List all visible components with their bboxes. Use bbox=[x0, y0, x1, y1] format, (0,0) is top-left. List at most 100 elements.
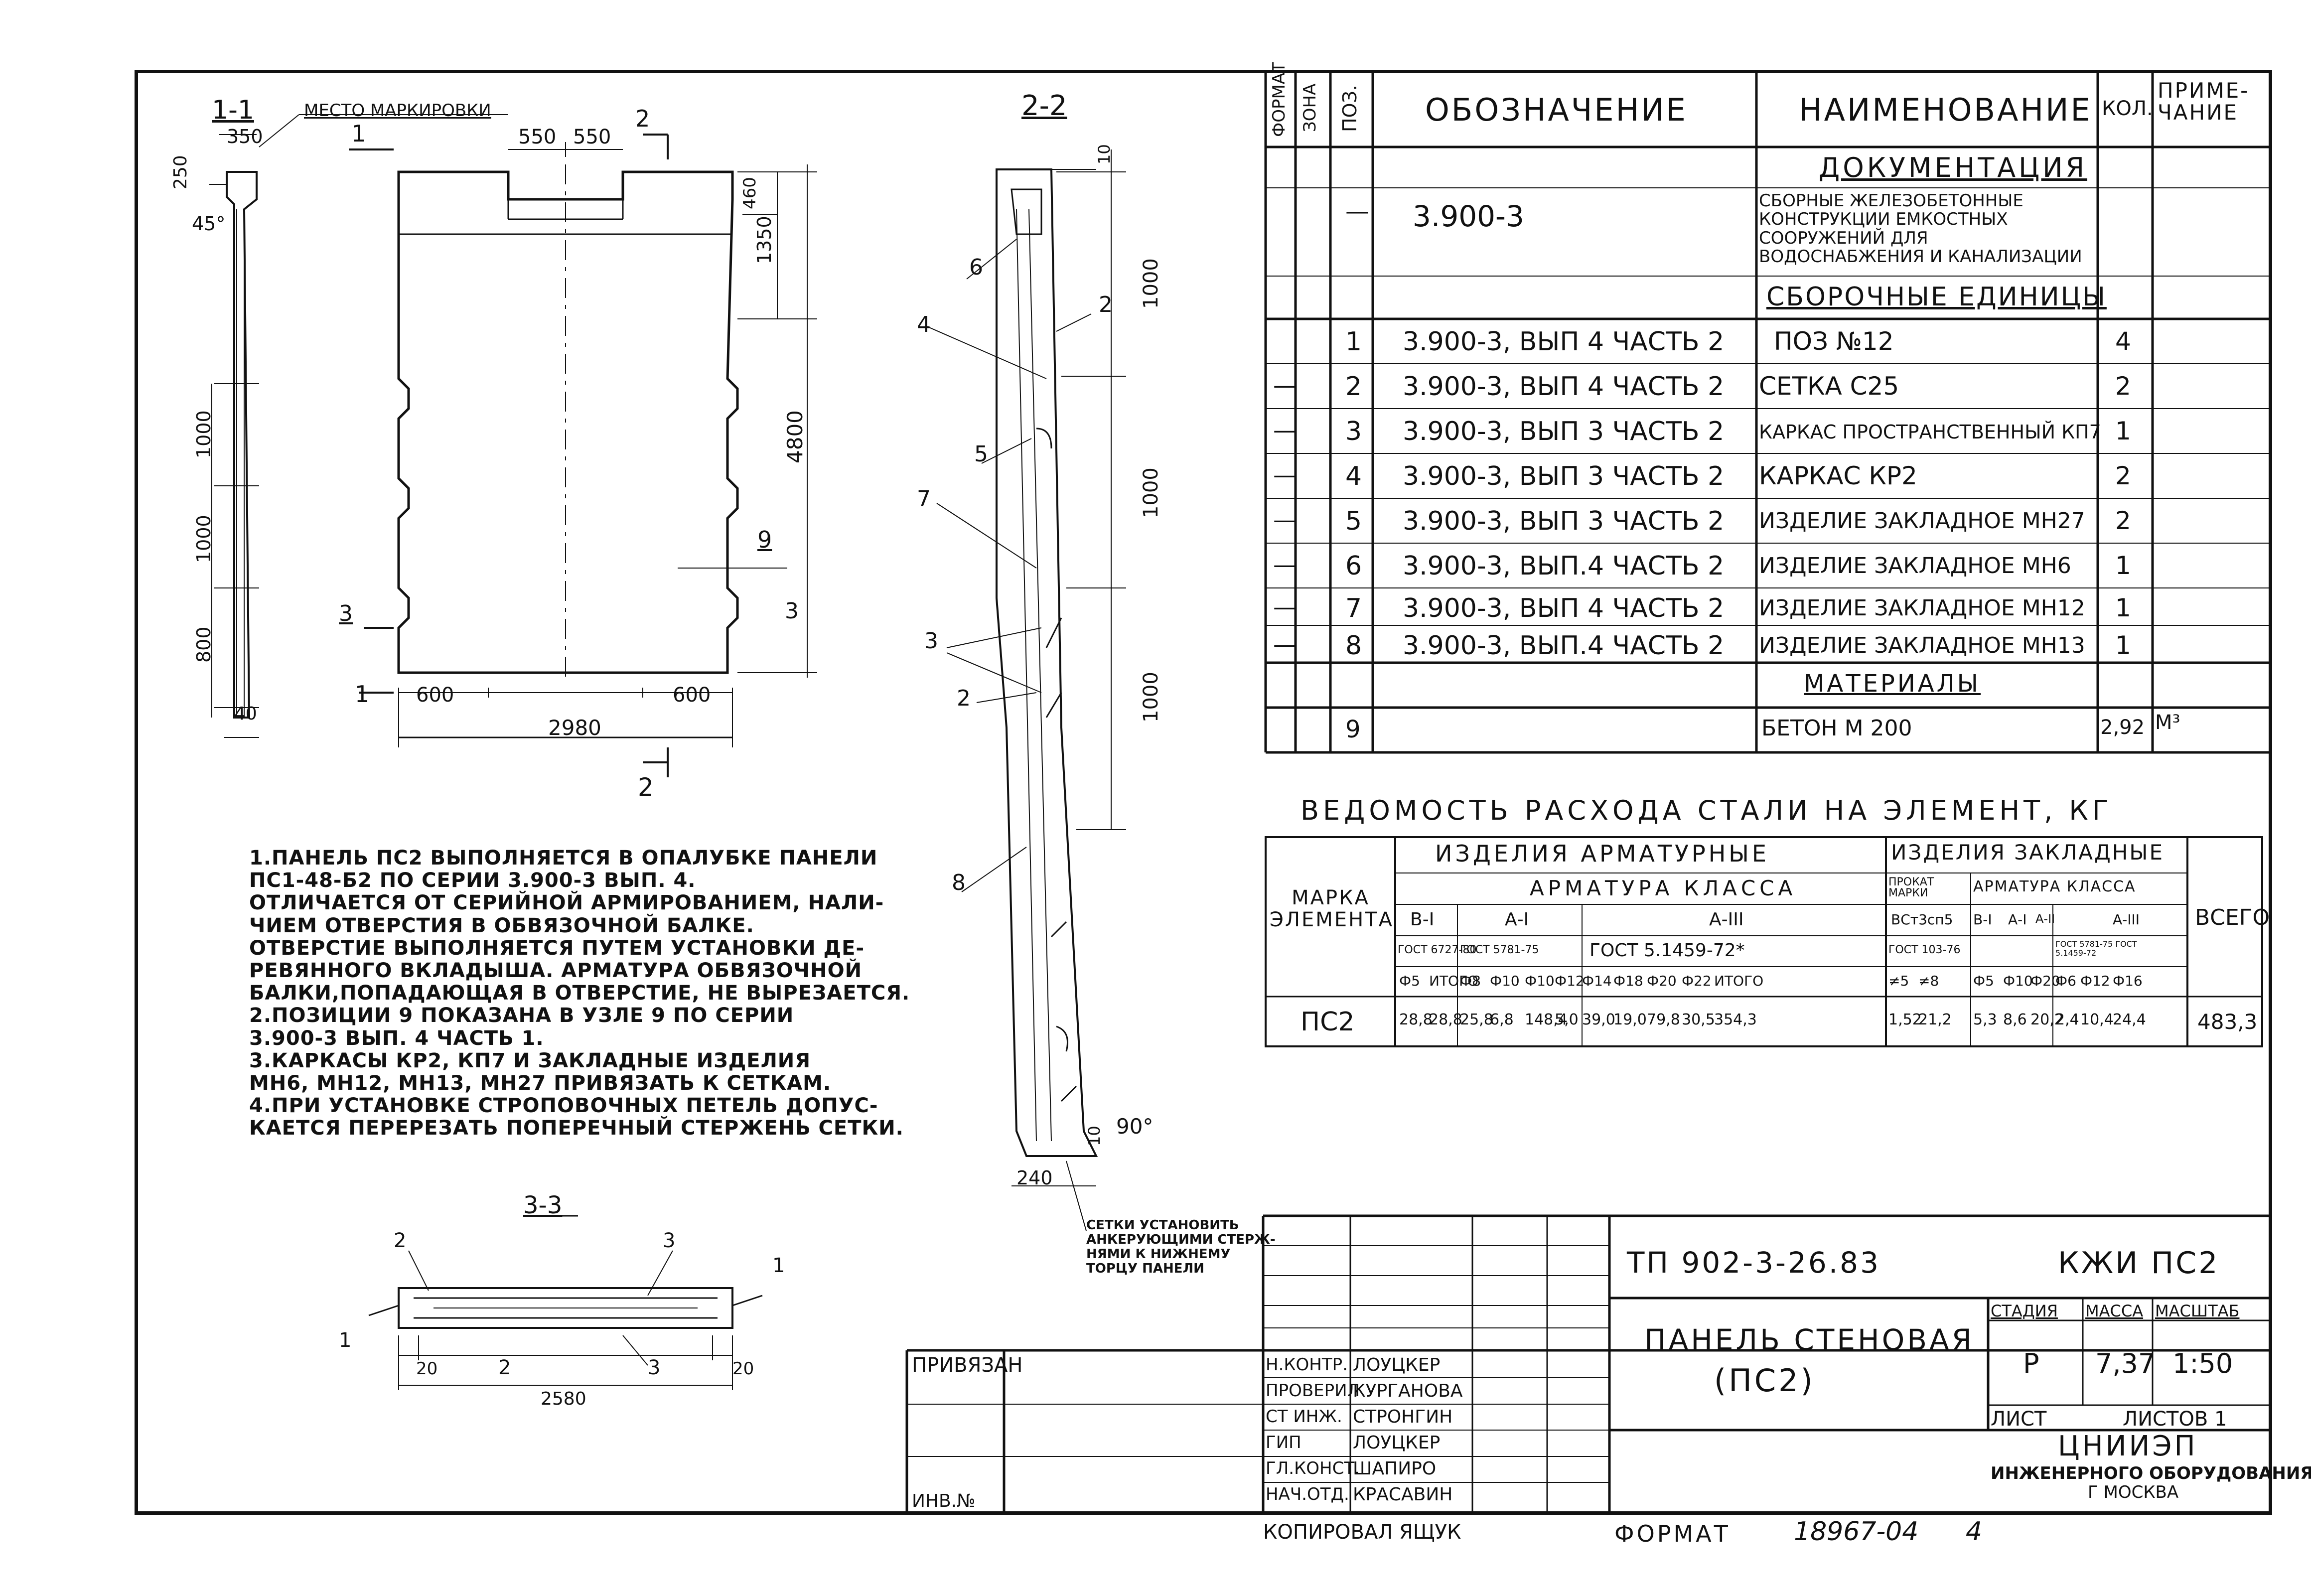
privyazan-label: ПРИВЯЗАН bbox=[912, 1354, 1023, 1377]
steel-group1: ИЗДЕЛИЯ АРМАТУРНЫЕ bbox=[1435, 840, 1769, 867]
stage-header: СТАДИЯ bbox=[1991, 1302, 2058, 1320]
note-line: 3.КАРКАСЫ КР2, КП7 И ЗАКЛАДНЫЕ ИЗДЕЛИЯ bbox=[249, 1049, 811, 1072]
steel-class: В-I bbox=[1410, 909, 1435, 930]
steel-prokat: ПРОКАТ МАРКИ bbox=[1888, 876, 1934, 899]
note-line: ОТЛИЧАЕТСЯ ОТ СЕРИЙНОЙ АРМИРОВАНИЕМ, НАЛ… bbox=[249, 891, 884, 915]
mesh-note-line: АНКЕРУЮЩИМИ СТЕРЖ- bbox=[1086, 1232, 1276, 1248]
row-zone: — bbox=[1273, 551, 1296, 578]
archive-number: 18967-04 bbox=[1794, 1517, 1919, 1547]
steel-subhead: Ф5 bbox=[1973, 973, 1994, 989]
scale-value: 1:50 bbox=[2172, 1348, 2233, 1379]
signatory-role: ГЛ.КОНСТ. bbox=[1266, 1458, 1360, 1478]
signatory-role: СТ ИНЖ. bbox=[1266, 1407, 1342, 1427]
steel-subhead: Ф22 bbox=[1682, 973, 1712, 989]
doc-designation: 3.900-3 bbox=[1413, 199, 1524, 233]
steel-mark-header: МАРКА ЭЛЕМЕНТА bbox=[1270, 886, 1394, 931]
pos-2-top: 2 bbox=[1099, 292, 1113, 317]
cut-2-bottom: 2 bbox=[638, 773, 654, 802]
steel-value: 79,8 bbox=[1647, 1011, 1680, 1028]
row-pos: 2 bbox=[1345, 372, 1362, 402]
note-line: 2.ПОЗИЦИИ 9 ПОКАЗАНА В УЗЛЕ 9 ПО СЕРИИ bbox=[249, 1004, 794, 1027]
steel-subhead: Ф6 bbox=[2055, 973, 2076, 989]
marking-label: МЕСТО МАРКИРОВКИ bbox=[304, 101, 491, 121]
note-line: ОТВЕРСТИЕ ВЫПОЛНЯЕТСЯ ПУТЕМ УСТАНОВКИ ДЕ… bbox=[249, 936, 865, 960]
pos-1-33b: 1 bbox=[339, 1329, 352, 1352]
view-1-1 bbox=[209, 114, 508, 738]
steel-subhead: Ф12 bbox=[2080, 973, 2110, 989]
dim-90: 90° bbox=[1116, 1114, 1154, 1139]
org-line-1: ЦНИИЭП bbox=[2058, 1430, 2198, 1462]
section-label-3-3: 3-3 bbox=[523, 1191, 563, 1219]
steel-value: 8,6 bbox=[2003, 1011, 2027, 1028]
header-zone: ЗОНА bbox=[1300, 83, 1320, 132]
archive-sheet: 4 bbox=[1966, 1517, 1983, 1547]
dim-10-bottom: 10 bbox=[1085, 1126, 1104, 1146]
steel-subhead: Ф10 bbox=[1490, 973, 1520, 989]
material-qty: 2,92 bbox=[2100, 716, 2145, 739]
cut-3-right: 3 bbox=[785, 598, 799, 624]
steel-value: 21,2 bbox=[1918, 1011, 1952, 1028]
signatory-name: СТРОНГИН bbox=[1353, 1407, 1453, 1427]
sheets-header: ЛИСТОВ 1 bbox=[2123, 1408, 2227, 1431]
pos-2-33b: 2 bbox=[498, 1356, 511, 1379]
material-name: БЕТОН М 200 bbox=[1761, 716, 1912, 741]
steel-gost: ГОСТ 103-76 bbox=[1888, 944, 1961, 956]
steel-total-header: ВСЕГО bbox=[2195, 905, 2270, 930]
steel-subhead: ИТОГО bbox=[1714, 973, 1764, 989]
view-2-2 bbox=[926, 149, 1126, 1231]
dim-550-b: 550 bbox=[573, 126, 611, 148]
row-qty: 2 bbox=[2115, 506, 2131, 535]
steel-subhead: ИТОГО bbox=[1429, 973, 1479, 989]
row-qty: 4 bbox=[2115, 327, 2131, 356]
row-zone: — bbox=[1273, 417, 1296, 443]
dim-240: 240 bbox=[1016, 1167, 1053, 1189]
cut-1-bottom: 1 bbox=[355, 681, 370, 708]
dim-460: 460 bbox=[740, 177, 760, 209]
steel-subhead: Ф14 bbox=[1582, 973, 1612, 989]
view-3-3 bbox=[368, 1215, 763, 1390]
signatory-role: ПРОВЕРИЛ bbox=[1266, 1381, 1360, 1401]
mesh-note-line: НЯМИ К НИЖНЕМУ bbox=[1086, 1247, 1231, 1262]
steel-subhead: Ф12 bbox=[1555, 973, 1585, 989]
header-designation: ОБОЗНАЧЕНИЕ bbox=[1425, 92, 1688, 128]
dim-10-top: 10 bbox=[1095, 144, 1114, 164]
row-designation: 3.900-3, ВЫП 3 ЧАСТЬ 2 bbox=[1403, 461, 1725, 491]
pos-1-33a: 1 bbox=[772, 1254, 785, 1277]
steel-subhead: Ф5 bbox=[1399, 973, 1420, 989]
row-designation: 3.900-3, ВЫП 4 ЧАСТЬ 2 bbox=[1403, 372, 1725, 402]
pos-7: 7 bbox=[917, 486, 931, 512]
row-pos: 8 bbox=[1345, 631, 1362, 661]
dim-2580: 2580 bbox=[541, 1389, 586, 1409]
inv-label: ИНВ.№ bbox=[912, 1491, 976, 1511]
steel-table-grid bbox=[1265, 836, 2263, 1047]
steel-value: 5,0 bbox=[1555, 1011, 1579, 1028]
dim-4800: 4800 bbox=[783, 410, 807, 463]
steel-title: ВЕДОМОСТЬ РАСХОДА СТАЛИ НА ЭЛЕМЕНТ, КГ bbox=[1300, 795, 2113, 826]
row-qty: 1 bbox=[2115, 417, 2131, 445]
pos-4: 4 bbox=[917, 312, 931, 337]
row-designation: 3.900-3, ВЫП.4 ЧАСТЬ 2 bbox=[1403, 631, 1725, 661]
dim-1000-a: 1000 bbox=[193, 410, 215, 458]
dim-350: 350 bbox=[227, 126, 263, 147]
pos-2-mid: 2 bbox=[957, 686, 971, 711]
steel-value: 20,2 bbox=[2030, 1011, 2064, 1028]
format-label: ФОРМАТ bbox=[1614, 1520, 1731, 1547]
org-line-2: ИНЖЕНЕРНОГО ОБОРУДОВАНИЯ bbox=[1991, 1463, 2311, 1483]
steel-class: А-I bbox=[2008, 911, 2027, 928]
row-name: ИЗДЕЛИЕ ЗАКЛАДНОЕ МН13 bbox=[1759, 633, 2085, 658]
steel-gost: ГОСТ 5781-75 bbox=[1460, 944, 1539, 956]
section-materials: МАТЕРИАЛЫ bbox=[1804, 670, 1981, 698]
spec-table-grid bbox=[1264, 70, 2272, 754]
row-name: ИЗДЕЛИЕ ЗАКЛАДНОЕ МН6 bbox=[1759, 553, 2071, 579]
doc-pos: — bbox=[1345, 197, 1369, 225]
dim-1000-e: 1000 bbox=[1140, 672, 1162, 723]
steel-value: 354,3 bbox=[1714, 1011, 1757, 1028]
sheet-header: ЛИСТ bbox=[1991, 1408, 2047, 1431]
dim-800: 800 bbox=[193, 626, 215, 663]
steel-subhead: Ф20 bbox=[2030, 973, 2060, 989]
dim-600-a: 600 bbox=[416, 684, 454, 707]
note-line: 4.ПРИ УСТАНОВКЕ СТРОПОВОЧНЫХ ПЕТЕЛЬ ДОПУ… bbox=[249, 1094, 878, 1118]
steel-armclass2: АРМАТУРА КЛАССА bbox=[1973, 878, 2136, 895]
section-label-1-1: 1-1 bbox=[212, 95, 254, 125]
row-designation: 3.900-3, ВЫП 4 ЧАСТЬ 2 bbox=[1403, 327, 1725, 357]
